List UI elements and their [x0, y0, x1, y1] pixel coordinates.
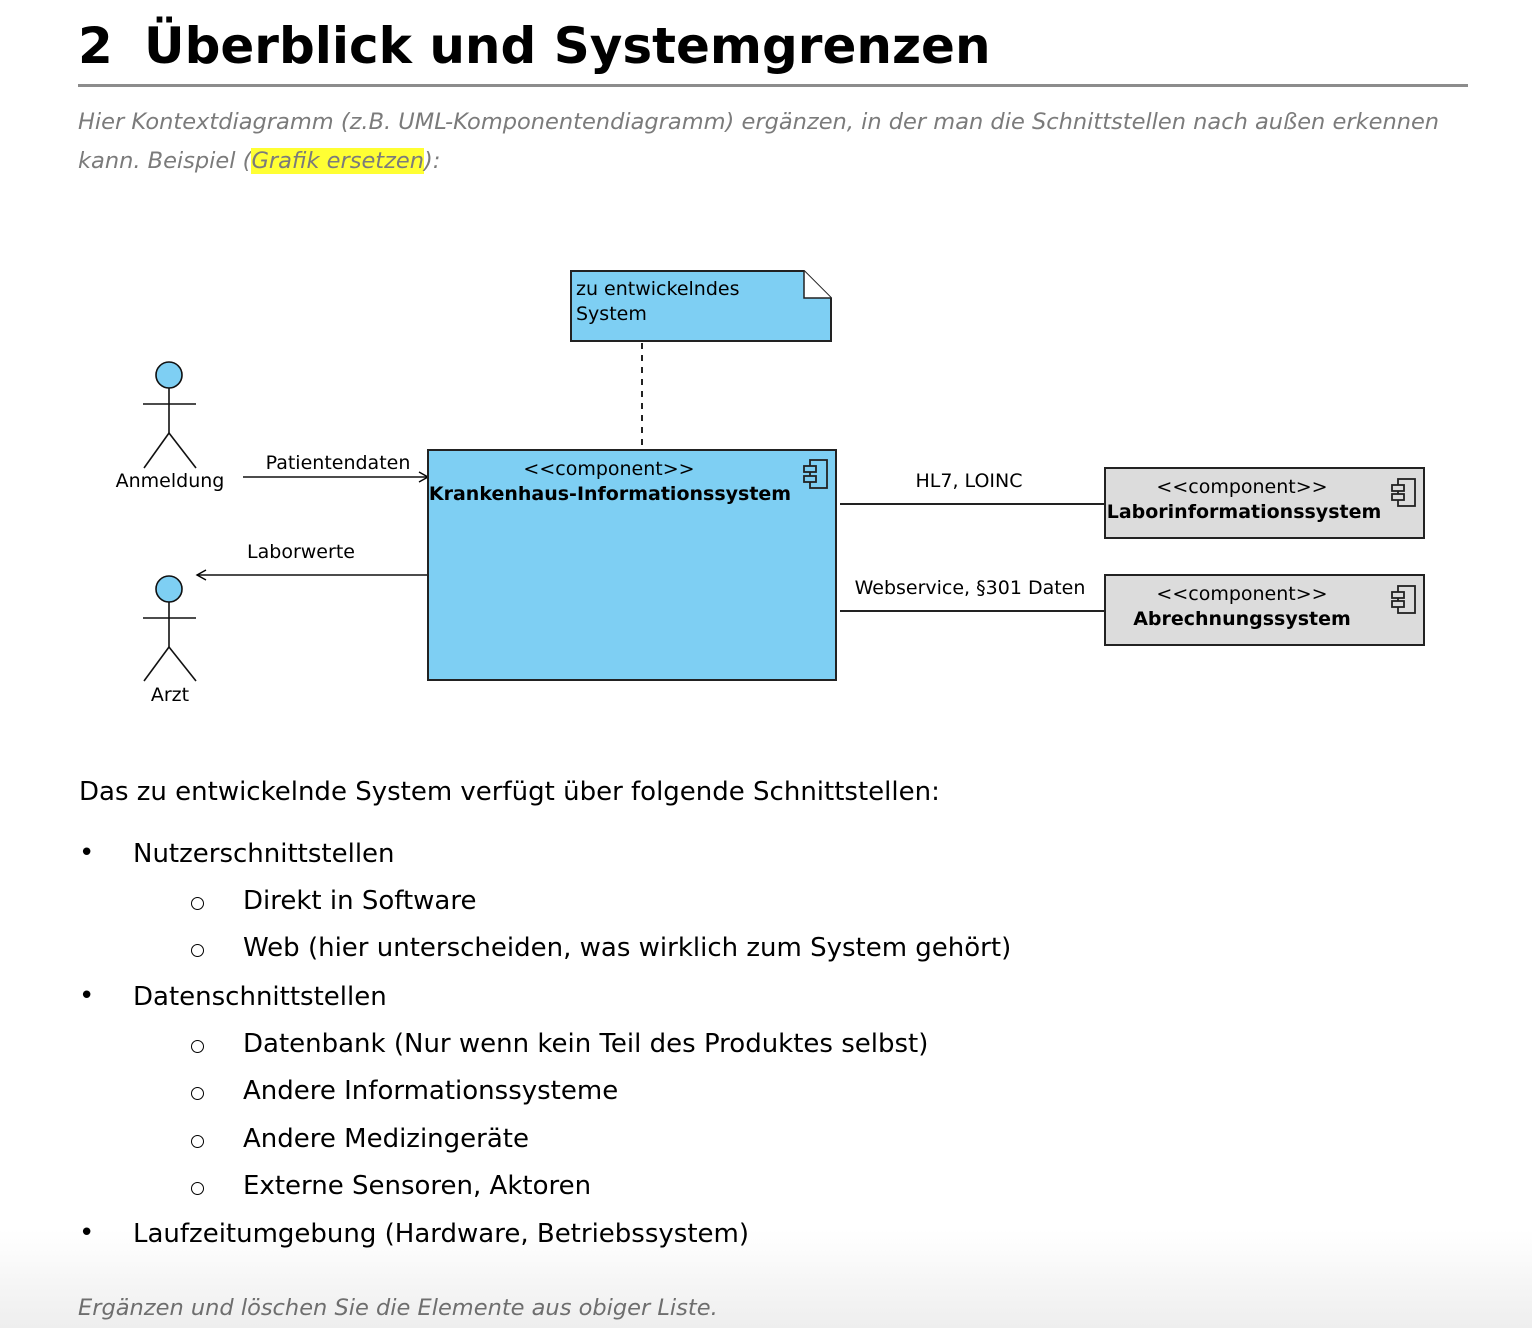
lab-link-label: HL7, LOINC [916, 470, 1023, 492]
note-system: zu entwickelndes System [570, 270, 832, 342]
sub-list-item: Externe Sensoren, Aktoren [243, 1171, 592, 1201]
billing-link-label: Webservice, §301 Daten [855, 577, 1086, 599]
circle-bullet-icon [191, 1182, 204, 1195]
note-line-1: zu entwickelndes [576, 278, 740, 300]
circle-bullet-icon [191, 897, 204, 910]
sub-list-item: Andere Medizingeräte [243, 1124, 529, 1154]
section-title: Überblick und Systemgrenzen [144, 17, 991, 75]
main-component: <<component>> Krankenhaus-Informationssy… [427, 449, 837, 681]
footnote: Ergänzen und löschen Sie die Elemente au… [78, 1295, 718, 1321]
actor-registration [143, 361, 197, 469]
page-bottom-shade [0, 1230, 1532, 1328]
section-heading: 2 Überblick und Systemgrenzen [78, 10, 1468, 87]
intro-paragraph: Das zu entwickelnde System verfügt über … [79, 777, 940, 807]
instruction-text: Hier Kontextdiagramm (z.B. UML-Komponent… [78, 103, 1468, 181]
instruction-before: Hier Kontextdiagramm (z.B. UML-Komponent… [78, 109, 1440, 174]
actor-doctor [143, 575, 197, 682]
billing-component: <<component>> Abrechnungssystem [1104, 574, 1425, 646]
list-item: Datenschnittstellen [133, 982, 387, 1012]
component-icon [1391, 585, 1416, 614]
list-item: Nutzerschnittstellen [133, 839, 395, 869]
actor-registration-label: Anmeldung [116, 470, 225, 492]
highlighted-text: Grafik ersetzen [251, 148, 425, 174]
sub-list-item: Web (hier unterscheiden, was wirklich zu… [243, 933, 1012, 963]
component-icon [1391, 478, 1416, 507]
lab-component: <<component>> Laborinformationssystem [1104, 467, 1425, 539]
list-item: Laufzeitumgebung (Hardware, Betriebssyst… [133, 1219, 749, 1249]
instruction-after: ): [424, 148, 441, 174]
sub-list-item: Datenbank (Nur wenn kein Teil des Produk… [243, 1029, 929, 1059]
note-line-2: System [576, 303, 647, 325]
billing-stereotype: <<component>> [1156, 583, 1327, 605]
main-component-name: Krankenhaus-Informationssystem [429, 483, 791, 505]
circle-bullet-icon [191, 1040, 204, 1053]
main-stereotype: <<component>> [523, 458, 694, 480]
circle-bullet-icon [191, 1135, 204, 1148]
context-diagram: zu entwickelndes System Anmeldung Arzt P… [116, 270, 1425, 706]
sub-list-item: Andere Informationssysteme [243, 1076, 619, 1106]
section-number: 2 [78, 17, 113, 75]
bullet-icon: • [79, 838, 95, 868]
lab-stereotype: <<component>> [1156, 476, 1327, 498]
bullet-icon: • [79, 1218, 95, 1248]
actor-doctor-label: Arzt [151, 684, 189, 706]
billing-component-name: Abrechnungssystem [1133, 608, 1351, 630]
patient-data-label: Patientendaten [266, 452, 411, 474]
circle-bullet-icon [191, 944, 204, 957]
component-icon [803, 459, 828, 489]
sub-list-item: Direkt in Software [243, 886, 477, 916]
circle-bullet-icon [191, 1087, 204, 1100]
bullet-icon: • [79, 981, 95, 1011]
lab-values-label: Laborwerte [247, 541, 355, 563]
lab-component-name: Laborinformationssystem [1107, 501, 1382, 523]
